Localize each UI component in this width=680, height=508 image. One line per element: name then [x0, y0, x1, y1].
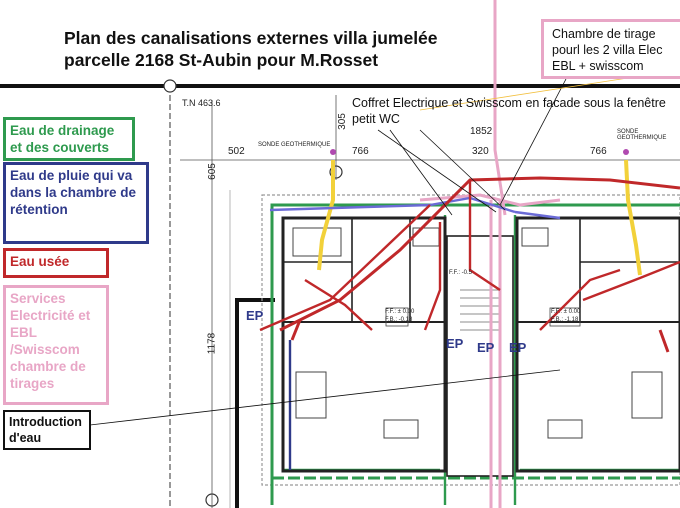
wastewater-pipe: [259, 204, 431, 332]
villa-right-outline: [515, 216, 680, 473]
leader-line: [419, 129, 506, 211]
services-pipe: [493, 0, 507, 216]
room-fixture: [292, 227, 342, 257]
wastewater-pipe: [290, 319, 302, 341]
dining-table: [295, 371, 327, 419]
stair-core: [446, 235, 514, 477]
kitchen-counter: [547, 419, 583, 439]
level-box: [549, 307, 581, 327]
ep-marker: EP: [446, 336, 464, 351]
ep-marker: EP: [509, 340, 527, 355]
services-pipe: [419, 193, 561, 207]
leader-line: [89, 369, 561, 426]
level-fb-right: F.B.: -1.18: [551, 317, 579, 323]
dimension-1852: 1852: [470, 126, 493, 137]
probe-marker: [330, 149, 336, 155]
terrain-level-label: T.N 463.6: [182, 98, 221, 108]
wastewater-pipe: [304, 278, 373, 331]
drainage-pipe: [270, 203, 680, 505]
wastewater-pipe: [423, 222, 442, 331]
dimension-305: 305: [336, 113, 348, 130]
sonde-label-right: SONDE GEOTHERMIQUE: [617, 129, 667, 141]
level-ff-right: F.F.: ± 0.00: [551, 309, 581, 315]
survey-point: [163, 79, 177, 93]
terrace-outline: [261, 194, 680, 486]
ep-marker: EP: [246, 308, 264, 323]
villa-left-outline: [281, 216, 447, 473]
ep-marker: EP: [477, 340, 495, 355]
rainwater-pipe: [514, 210, 561, 220]
sonde-label-left: SONDE GEOTHERMIQUE: [258, 142, 331, 148]
wastewater-pipe: [539, 268, 621, 331]
leader-line: [377, 129, 497, 213]
dimension-1178: 1178: [206, 332, 218, 355]
level-box: [385, 307, 409, 327]
legend-eau-pluie: Eau de pluie qui va dans la chambre de r…: [3, 162, 149, 244]
level-ff-left: F.F.: ± 0.00: [385, 309, 415, 315]
legend-introduction-eau: Introduction d'eau: [3, 410, 91, 450]
legend-services: Services Electricité et EBL /Swisscom ch…: [3, 285, 109, 405]
leader-line: [499, 78, 567, 206]
bathroom-fixture: [521, 227, 549, 247]
kitchen-counter: [383, 419, 419, 439]
callout-chambre-tirage: Chambre de tirage pourl les 2 villa Elec…: [541, 19, 680, 79]
dimension-605: 605: [206, 163, 218, 180]
legend-drainage: Eau de drainage et des couverts: [3, 117, 135, 161]
plan-title: Plan des canalisations externes villa ju…: [64, 27, 438, 71]
dimension-320: 320: [472, 146, 489, 157]
geothermal-probe-left: [317, 160, 335, 271]
leader-line: [389, 129, 453, 216]
bathroom-fixture: [412, 227, 440, 247]
dimension-766-left: 766: [352, 146, 369, 157]
dining-table: [631, 371, 663, 419]
stair-treads: [460, 289, 500, 331]
level-ff-mid: F.F.: -0.5: [449, 270, 473, 276]
probe-marker: [623, 149, 629, 155]
level-fb-left: F.B.: -0.18: [385, 317, 413, 323]
dimension-502: 502: [228, 146, 245, 157]
wastewater-pipe: [468, 180, 501, 291]
callout-coffret-electrique: Coffret Electrique et Swisscom en facade…: [352, 96, 666, 126]
wastewater-pipe: [582, 260, 680, 302]
legend-eau-usee: Eau usée: [3, 248, 109, 278]
geothermal-probe-right: [624, 159, 642, 276]
plan-title-line1: Plan des canalisations externes villa ju…: [64, 28, 438, 48]
plan-title-line2: parcelle 2168 St-Aubin pour M.Rosset: [64, 50, 379, 70]
wastewater-pipe: [658, 329, 670, 353]
dimension-766-right: 766: [590, 146, 607, 157]
